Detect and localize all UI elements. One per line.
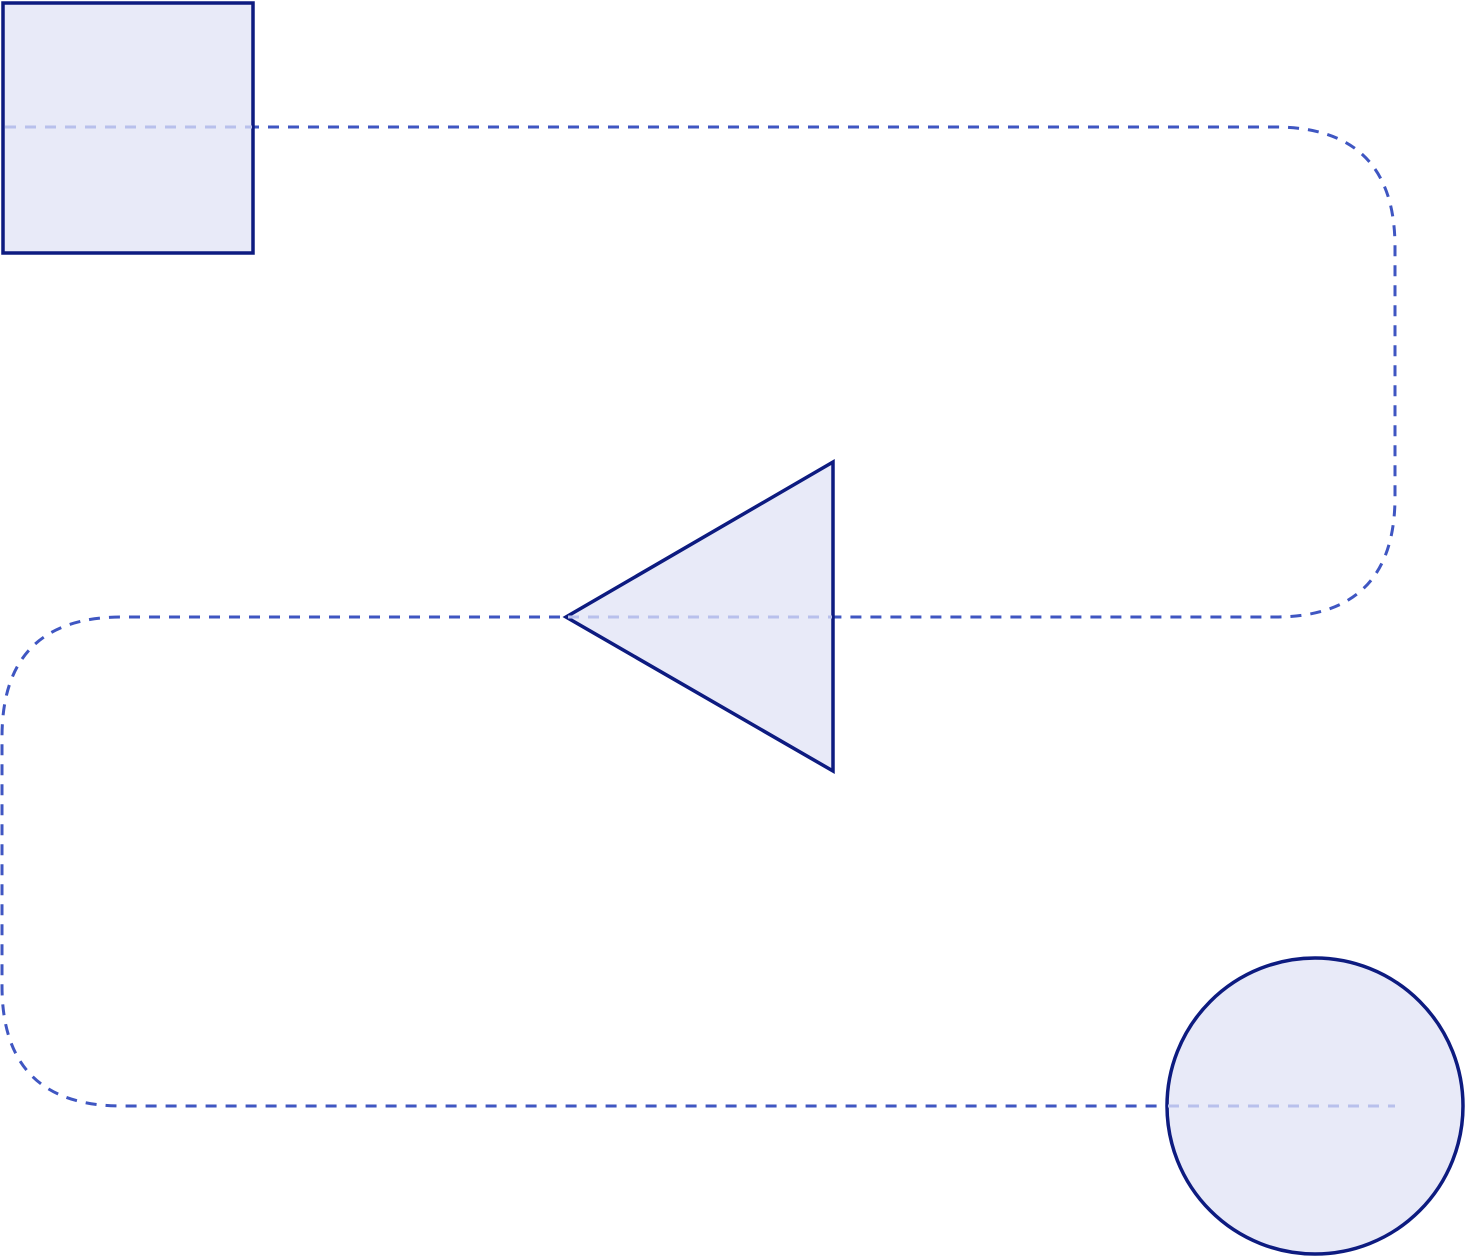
- connector-square-to-triangle: [128, 125, 1397, 619]
- triangle-node[interactable]: [562, 458, 835, 775]
